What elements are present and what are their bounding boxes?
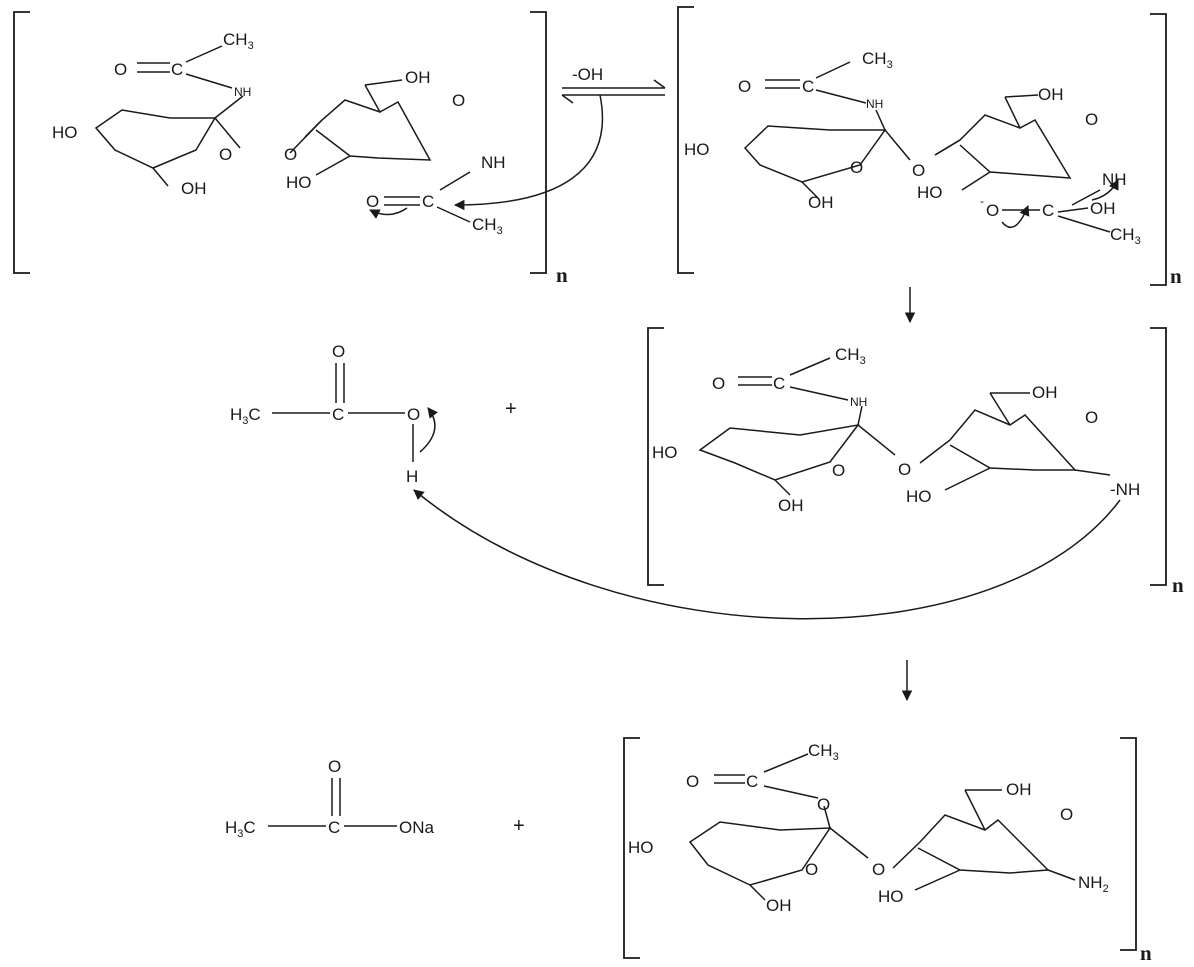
m4-nh2: NH2: [1078, 873, 1109, 895]
m4-glyco-o: O: [872, 860, 885, 879]
m3-c-top: C: [773, 374, 785, 393]
m1-ch3-top: CH3: [223, 30, 254, 52]
m2-ring-o1: O: [850, 158, 863, 177]
m1-nh-right: NH: [481, 153, 506, 172]
m4-ring-o2: O: [1060, 805, 1073, 824]
m2-oh-bottom: OH: [808, 193, 834, 212]
reagent-hydroxide: -OH: [572, 65, 603, 84]
naoac-h3c: H3C: [225, 818, 256, 840]
m1-ch3-bottom: CH3: [472, 215, 503, 237]
m2-ch3-bottom: CH3: [1110, 225, 1141, 247]
m2-o-minus: O: [986, 201, 999, 220]
m3-nh-right: -NH: [1110, 480, 1140, 499]
acetic-c: C: [332, 405, 344, 424]
m3-ho-left: HO: [652, 443, 678, 462]
m1-ho-left: HO: [52, 123, 78, 142]
m1-ho-ring2: HO: [286, 173, 312, 192]
m3-ch3-top: CH3: [835, 345, 866, 367]
molecule-3: CH3 O C NH OH O HO O O -NH OH HO n: [647, 327, 1184, 597]
m2-ho-left: HO: [684, 140, 710, 159]
m4-ho-ring2: HO: [878, 887, 904, 906]
sodium-acetate: H3C C O ONa: [225, 757, 435, 840]
naoac-c: C: [328, 818, 340, 837]
m4-o-ester: O: [817, 795, 830, 814]
hydroxide-attack-arrow: [453, 94, 604, 211]
molecule-1: CH3 O C NH OH O HO O O NH OH HO O C CH3 …: [13, 11, 568, 287]
m2-oh-ring2-top: OH: [1038, 85, 1064, 104]
bracket-right-1: [530, 11, 547, 274]
m2-c-tetra: C: [1042, 201, 1054, 220]
m1-c-bottom: C: [422, 192, 434, 211]
m3-ho-ring2: HO: [906, 487, 932, 506]
ring-bonds-1: [94, 45, 471, 223]
m1-ring-o2: O: [452, 91, 465, 110]
molecule-4: CH3 O C O OH O HO O O NH2 OH HO n: [623, 737, 1152, 965]
m1-c-top: C: [171, 60, 183, 79]
m4-c-top: C: [746, 772, 758, 791]
m3-ring-o2: O: [1085, 408, 1098, 427]
m1-oh-bottom: OH: [181, 179, 207, 198]
m2-ho-ring2: HO: [917, 183, 943, 202]
acetic-o-top: O: [332, 342, 345, 361]
m2-repeat-n: n: [1170, 264, 1182, 288]
m4-oh-ring2-top: OH: [1006, 780, 1032, 799]
bracket-left-3: [647, 327, 664, 586]
m2-nh-top: NH: [866, 97, 883, 111]
m2-oh-tetra: OH: [1090, 199, 1116, 218]
m4-o-carbonyl-top: O: [686, 772, 699, 791]
acetic-electron-arrow: [419, 407, 438, 453]
acetic-acid: H3C C O O H: [230, 342, 438, 486]
m2-electron-arrow-o: [1001, 205, 1030, 228]
bracket-left-1: [13, 11, 30, 274]
m3-o-carbonyl-top: O: [712, 374, 725, 393]
bracket-right-2: [1150, 13, 1167, 286]
bracket-right-4: [1120, 737, 1137, 951]
proton-transfer-arrow: [413, 489, 1121, 620]
naoac-ona: ONa: [399, 818, 435, 837]
acetic-o-right: O: [407, 405, 420, 424]
m3-repeat-n: n: [1172, 573, 1184, 597]
bracket-left-4: [623, 737, 640, 959]
m1-nh-top: NH: [234, 85, 251, 99]
acetic-h3c: H3C: [230, 405, 261, 427]
m4-oh-bottom: OH: [766, 896, 792, 915]
plus-sign-2: +: [513, 815, 525, 837]
m3-nh-top: NH: [850, 395, 867, 409]
m2-o-carbonyl-top: O: [738, 77, 751, 96]
m1-o-carbonyl-top: O: [114, 60, 127, 79]
ring-bonds-3: [698, 357, 1111, 496]
plus-sign-1: +: [505, 398, 517, 420]
ring-bonds-2: [743, 61, 1111, 233]
m1-electron-arrow: [369, 207, 408, 219]
m2-ch3-top: CH3: [862, 49, 893, 71]
bracket-right-3: [1150, 327, 1167, 586]
m3-oh-ring2-top: OH: [1032, 383, 1058, 402]
m2-c-top: C: [802, 77, 814, 96]
equilibrium-arrows: [561, 79, 666, 104]
bracket-left-2: [677, 6, 694, 274]
m1-repeat-n: n: [556, 263, 568, 287]
m2-ring-o2: O: [1085, 110, 1098, 129]
m2-glyco-o: O: [912, 161, 925, 180]
acetic-h: H: [406, 467, 418, 486]
molecule-2: CH3 O C NH OH O HO O O NH OH HO - O C OH…: [677, 6, 1182, 288]
m4-ch3-top: CH3: [808, 741, 839, 763]
m1-oh-ring2-top: OH: [405, 68, 431, 87]
m2-electron-arrow-n: [1091, 179, 1119, 201]
ring-bonds-4: [688, 753, 1076, 901]
naoac-o-top: O: [328, 757, 341, 776]
m4-repeat-n: n: [1140, 941, 1152, 965]
m1-o-carbonyl-bottom: O: [366, 192, 379, 211]
m3-ring-o1: O: [832, 461, 845, 480]
m3-glyco-o: O: [898, 460, 911, 479]
m1-glyco-o: O: [284, 145, 297, 164]
m3-oh-bottom: OH: [778, 496, 804, 515]
m2-o-minus-charge: -: [980, 194, 984, 208]
m4-ring-o1: O: [805, 860, 818, 879]
m4-ho-left: HO: [628, 838, 654, 857]
m1-ring-o1: O: [219, 145, 232, 164]
